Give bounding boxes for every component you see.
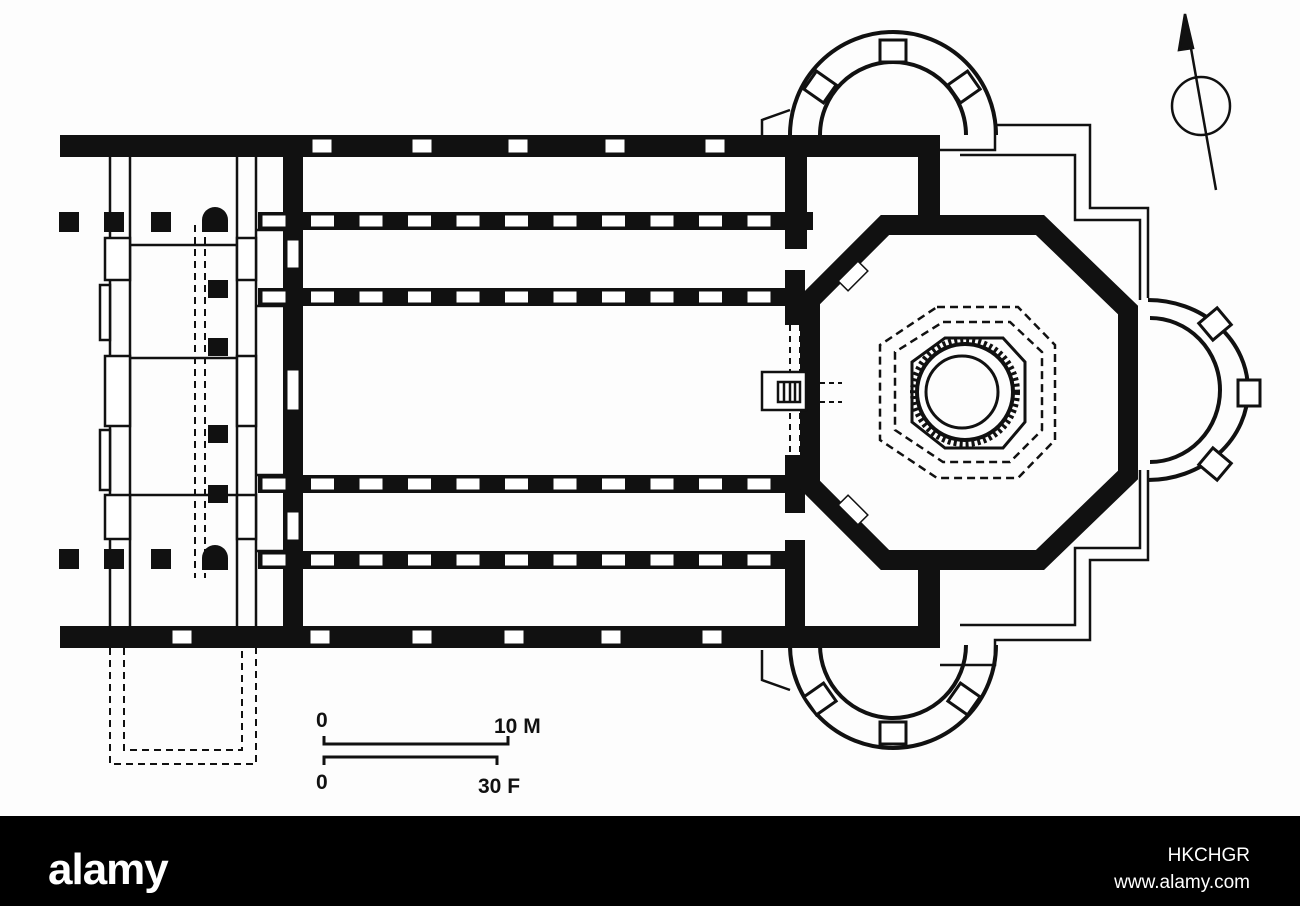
scale-metric-start: 0 [316, 709, 328, 732]
colonnade-gap [601, 290, 626, 304]
column-gaps [261, 214, 772, 567]
colonnade-gap [261, 214, 287, 228]
atrium-piers [59, 207, 228, 570]
colonnade-gap [358, 553, 384, 567]
colonnade-gap [698, 553, 723, 567]
narthex-pilasters [98, 236, 258, 541]
colonnade-gap [552, 553, 578, 567]
colonnade-gap [698, 477, 723, 491]
colonnade-gap [261, 290, 287, 304]
scale-imperial-start: 0 [316, 771, 328, 794]
apses [788, 30, 1250, 750]
colonnade-gap [358, 477, 384, 491]
colonnade-gap [552, 477, 578, 491]
octagon-entry [789, 325, 842, 455]
colonnade-gap [649, 553, 675, 567]
colonnade-gap [407, 290, 432, 304]
dashed-narthex-line [194, 225, 206, 578]
altar [760, 370, 808, 412]
colonnade-gap [504, 214, 529, 228]
colonnade-gap [310, 214, 335, 228]
colonnade-gap [261, 553, 287, 567]
colonnade-gap [552, 214, 578, 228]
colonnade-gap [746, 553, 772, 567]
apse-windows [801, 38, 1262, 746]
scale-metric-end: 10 M [494, 715, 541, 738]
colonnade-gap [455, 290, 481, 304]
colonnades [258, 212, 813, 569]
colonnade-gap [358, 214, 384, 228]
watermark-footer: alamy HKCHGR www.alamy.com [0, 816, 1300, 906]
colonnade-gap [261, 477, 287, 491]
colonnade-gap [649, 477, 675, 491]
floor-plan-area: 0 10 M 0 30 F [59, 13, 1262, 798]
colonnade-gap [455, 477, 481, 491]
colonnade-gap [407, 477, 432, 491]
colonnade-gap [601, 553, 626, 567]
colonnade-gap [649, 214, 675, 228]
dashed-annex [109, 648, 257, 765]
colonnade-gap [310, 290, 335, 304]
colonnade-gap [407, 214, 432, 228]
website-url: www.alamy.com [1114, 872, 1250, 893]
colonnade-gap [455, 214, 481, 228]
image-id: HKCHGR [1167, 845, 1250, 866]
colonnade-gap [601, 214, 626, 228]
alamy-logo: alamy [48, 845, 169, 894]
colonnade-gap [504, 477, 529, 491]
colonnade-gap [698, 214, 723, 228]
colonnade-gap [504, 290, 529, 304]
colonnade-gap [455, 553, 481, 567]
colonnade-gap [649, 290, 675, 304]
colonnade-gap [407, 553, 432, 567]
scale-imperial-end: 30 F [478, 775, 521, 798]
colonnade-gap [552, 290, 578, 304]
colonnade-gap [310, 477, 335, 491]
octagon-windows [837, 260, 869, 526]
octagon [800, 215, 1138, 570]
colonnade-gap [504, 553, 529, 567]
wall-windows [171, 138, 726, 645]
colonnade-gap [746, 214, 772, 228]
colonnade-gap [310, 553, 335, 567]
north-arrow-icon [1170, 13, 1232, 191]
colonnade-gap [746, 290, 772, 304]
colonnade-gap [746, 477, 772, 491]
scale-bar [322, 736, 510, 765]
colonnade-gap [358, 290, 384, 304]
central-font [878, 305, 1057, 480]
colonnade-gap [601, 477, 626, 491]
colonnade-gap [698, 290, 723, 304]
church-floor-plan [59, 13, 1262, 765]
